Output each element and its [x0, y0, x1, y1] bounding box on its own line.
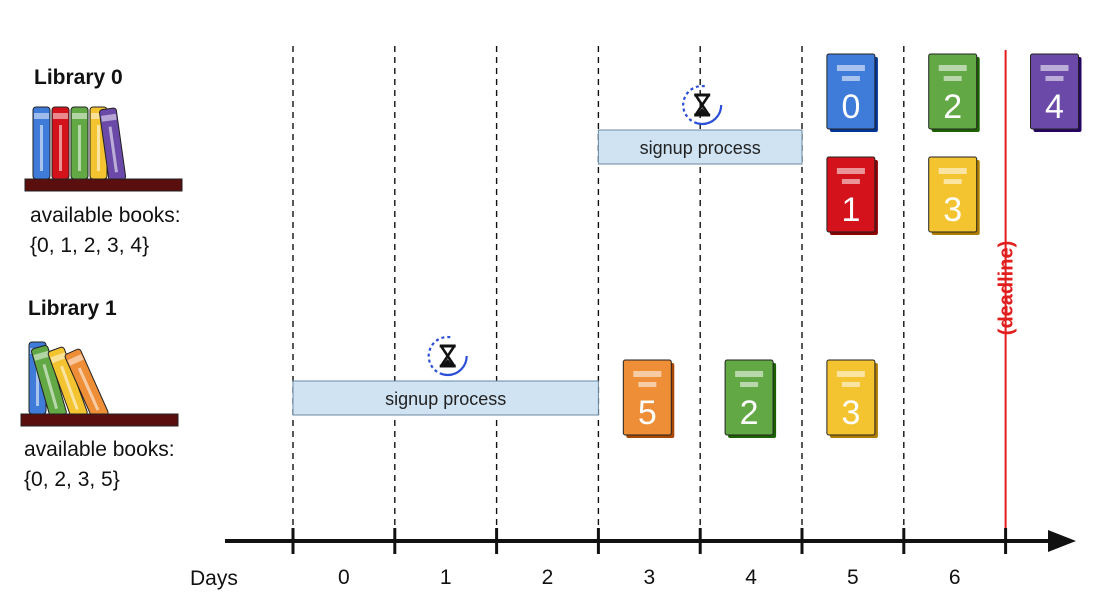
book-number: 3 — [841, 394, 860, 432]
day-labels: 0 1 2 3 4 5 6 — [338, 566, 960, 589]
book-number: 5 — [638, 394, 657, 432]
book-icon: 2 — [724, 359, 777, 438]
book-icon: 5 — [622, 359, 675, 438]
library-1-available-set: {0, 2, 3, 5} — [24, 468, 120, 491]
book-number: 0 — [841, 88, 860, 126]
shelf-book-icon — [47, 346, 88, 420]
book-icon: 2 — [928, 53, 980, 132]
shelf-board — [24, 178, 183, 192]
library-0-signup-label: signup process — [640, 138, 761, 158]
hourglass-icon — [427, 335, 468, 377]
book-icon: 1 — [826, 156, 878, 235]
library-1-bookshelf-icon — [20, 341, 179, 427]
day-label: 5 — [847, 566, 859, 589]
book-number: 4 — [1045, 88, 1064, 126]
scanned-books: 0 1 2 3 4 5 2 3 — [622, 53, 1082, 438]
library-0-title: Library 0 — [34, 66, 123, 89]
day-label: 3 — [643, 566, 655, 589]
book-icon: 3 — [826, 359, 878, 438]
book-number: 2 — [740, 394, 759, 432]
day-label: 4 — [745, 566, 757, 589]
book-icon: 4 — [1030, 53, 1082, 132]
day-boundary-lines — [292, 46, 905, 531]
day-label: 0 — [338, 566, 350, 589]
book-number: 1 — [841, 191, 860, 229]
library-1-signup-bar — [292, 380, 599, 416]
shelf-book-icon — [70, 106, 89, 180]
day-label: 6 — [949, 566, 961, 589]
day-label: 1 — [440, 566, 452, 589]
day-label: 2 — [542, 566, 554, 589]
shelf-book-icon — [32, 106, 51, 180]
library-1-title: Library 1 — [28, 297, 117, 320]
days-axis — [225, 528, 1076, 554]
shelf-board — [20, 413, 179, 427]
library-0-available-label: available books: — [30, 204, 181, 227]
book-number: 2 — [943, 88, 962, 126]
hourglass-icon — [682, 84, 723, 126]
library-0-signup-bar — [597, 129, 803, 165]
book-icon: 0 — [826, 53, 878, 132]
axis-label: Days — [190, 567, 238, 590]
book-number: 3 — [943, 191, 962, 229]
library-1-available-label: available books: — [24, 438, 175, 461]
library-0-bookshelf-icon — [24, 106, 183, 192]
library-1-signup-label: signup process — [385, 389, 506, 409]
book-icon: 3 — [928, 156, 980, 235]
shelf-book-icon — [51, 106, 70, 180]
deadline-label: (deadline) — [996, 241, 1018, 335]
library-0-available-set: {0, 1, 2, 3, 4} — [30, 234, 149, 257]
axis-arrow-icon — [1048, 530, 1076, 552]
